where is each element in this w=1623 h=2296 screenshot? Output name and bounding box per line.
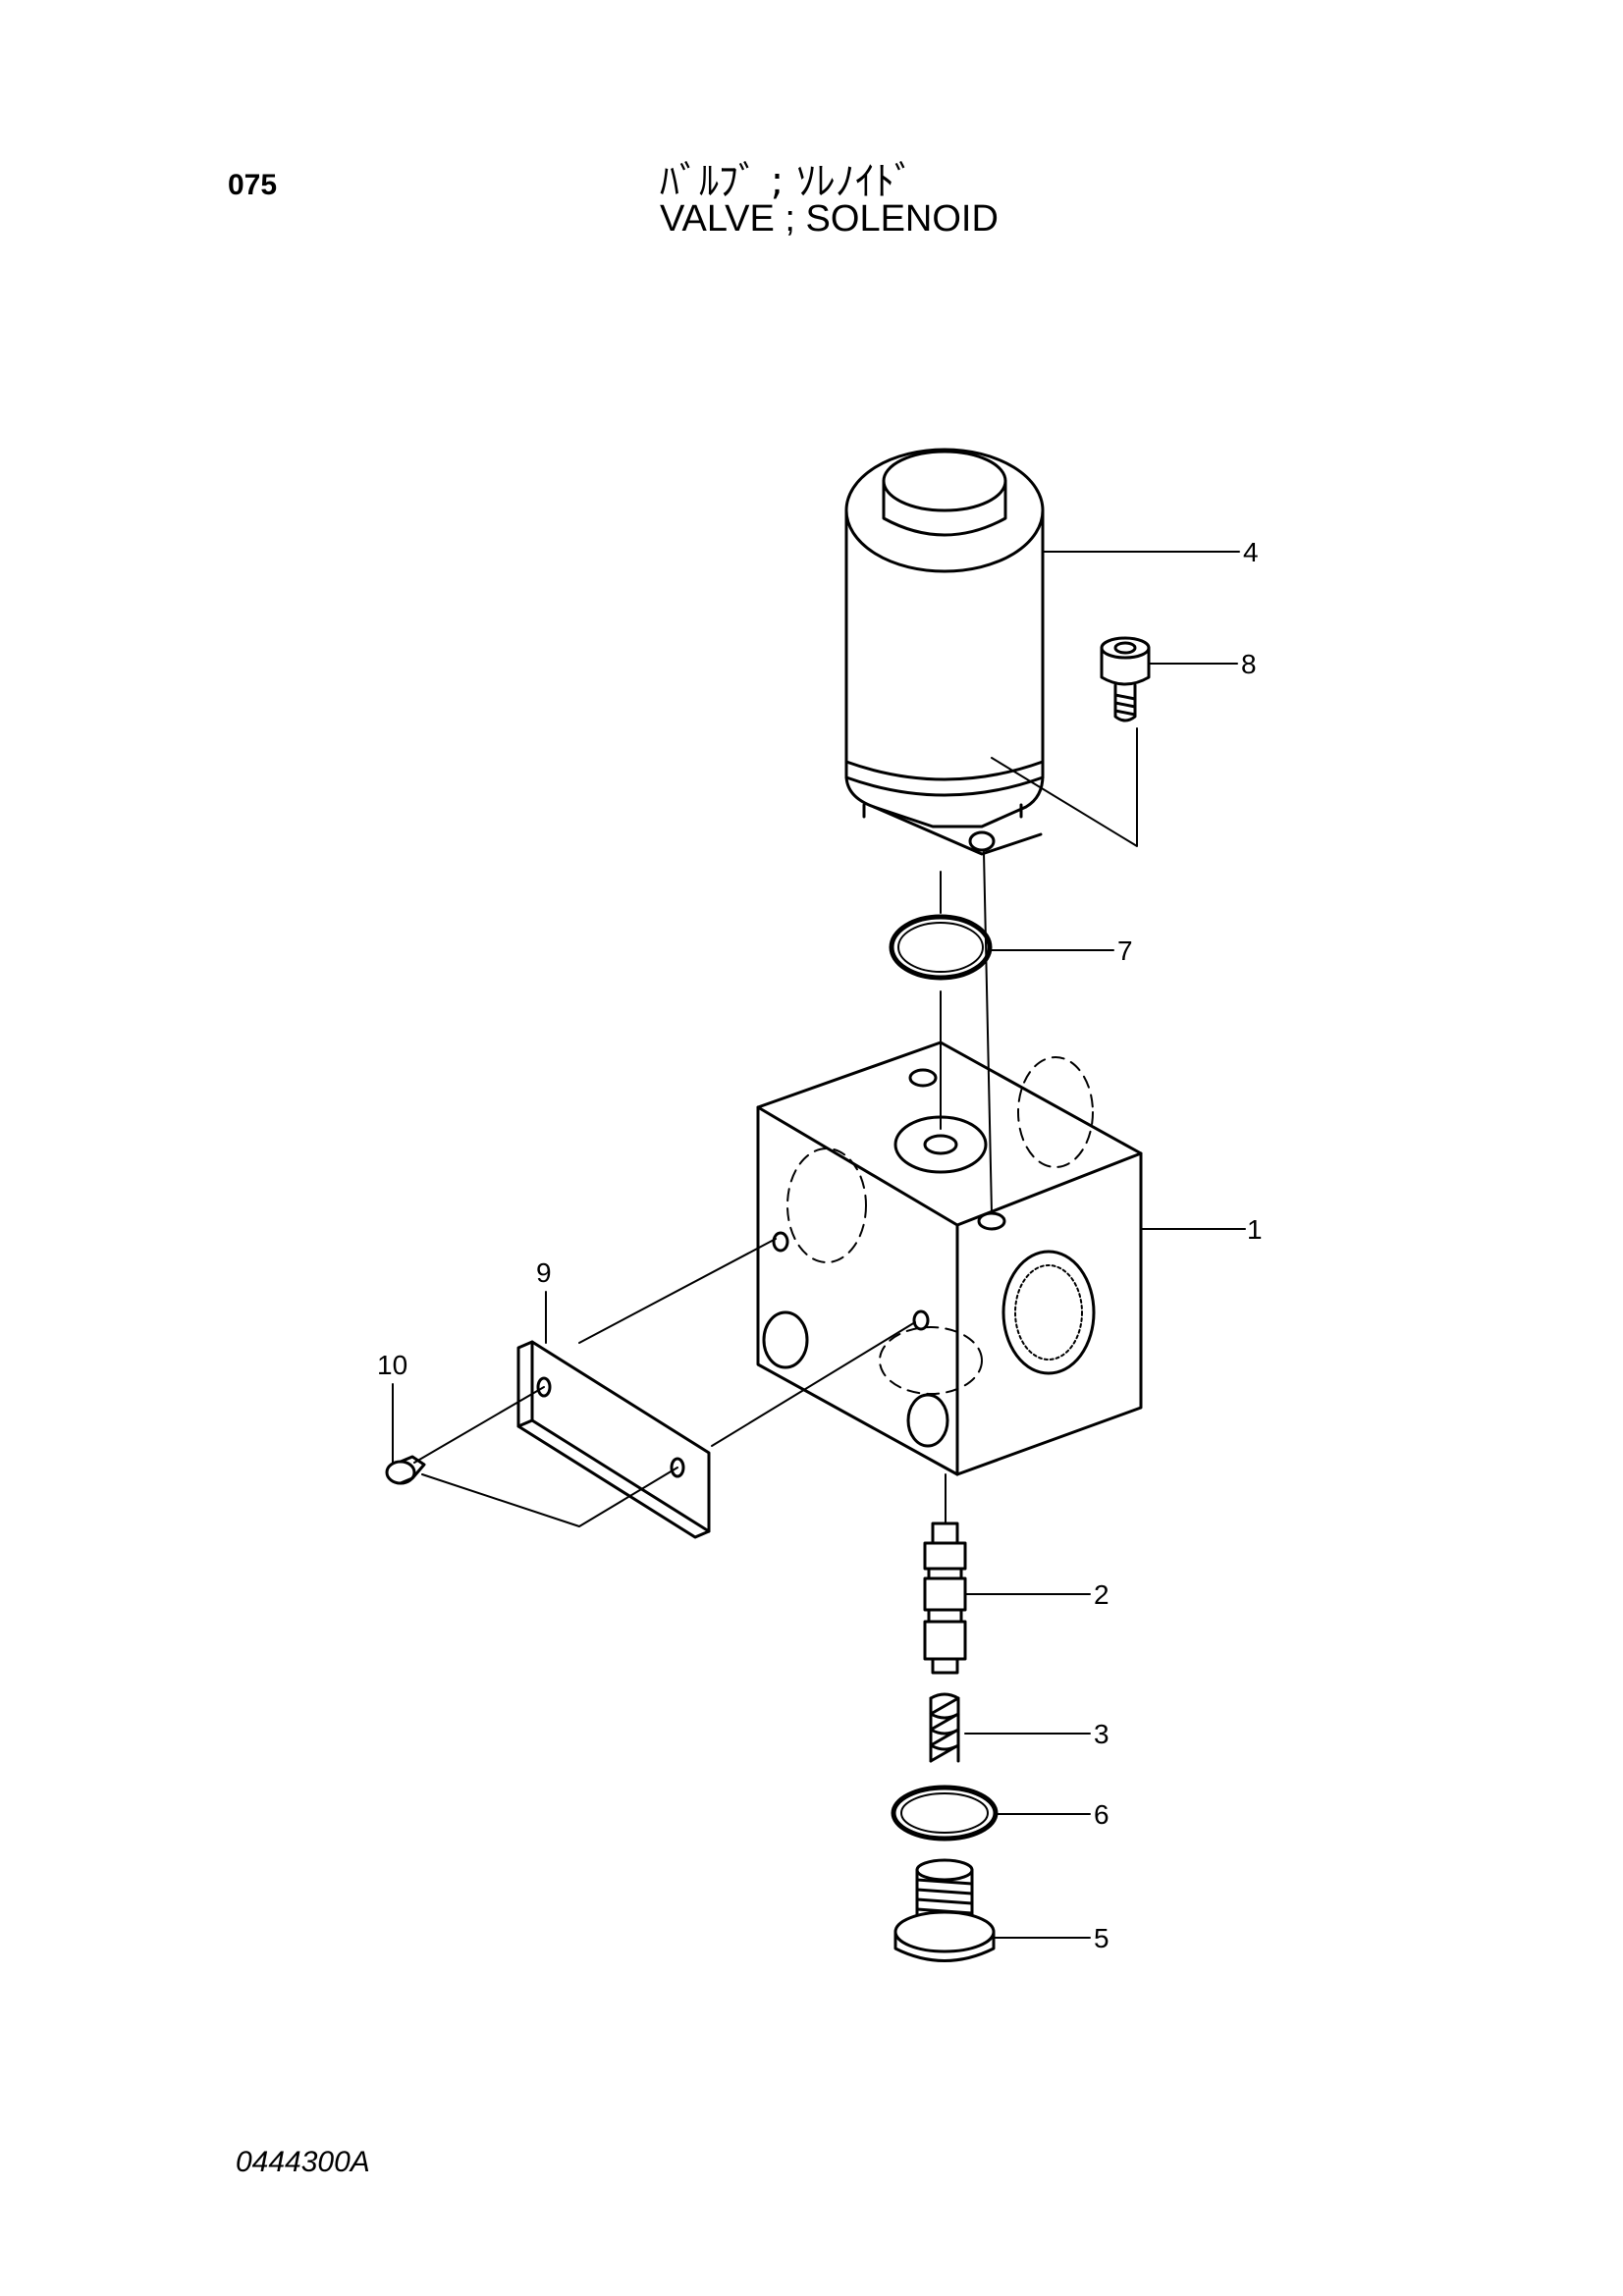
callout-5: 5 xyxy=(1094,1923,1109,1953)
callout-2: 2 xyxy=(1094,1579,1109,1610)
callout-1: 1 xyxy=(1247,1214,1263,1245)
page-number: 075 xyxy=(228,169,278,201)
title-english: VALVE ; SOLENOID xyxy=(660,198,999,240)
title-japanese: ﾊﾞﾙﾌﾞ ; ｿﾚﾉｲﾄﾞ xyxy=(660,159,914,204)
plate-drawing xyxy=(516,1340,711,1539)
plug-drawing xyxy=(893,1858,996,1962)
screw-drawing xyxy=(385,1455,426,1485)
o-ring-upper-drawing xyxy=(889,914,993,981)
solenoid-coil-drawing xyxy=(844,448,1045,856)
spool-drawing xyxy=(923,1522,967,1675)
socket-bolt-drawing xyxy=(1100,636,1151,722)
callout-7: 7 xyxy=(1117,935,1133,966)
callout-10: 10 xyxy=(377,1350,407,1380)
callout-8: 8 xyxy=(1241,649,1257,679)
drawing-number: 0444300A xyxy=(236,2146,370,2178)
assembly-lines xyxy=(413,727,1138,1527)
callout-4: 4 xyxy=(1243,537,1259,567)
callout-3: 3 xyxy=(1094,1719,1109,1749)
leader-lines xyxy=(392,551,1246,1939)
o-ring-lower-drawing xyxy=(891,1785,999,1842)
callout-9: 9 xyxy=(536,1257,552,1288)
callout-6: 6 xyxy=(1094,1799,1109,1830)
spring-drawing xyxy=(929,1692,960,1763)
valve-body-drawing xyxy=(756,1041,1143,1476)
